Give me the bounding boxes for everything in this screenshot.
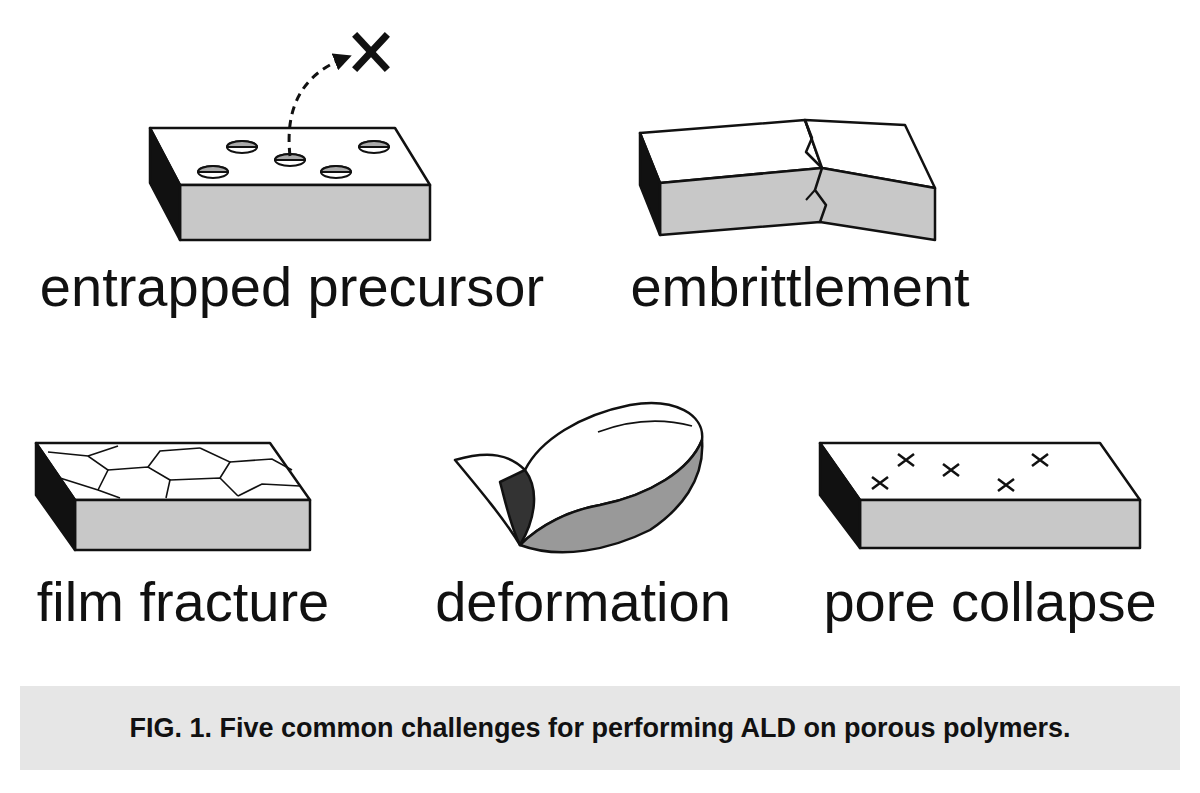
challenge-label: deformation: [435, 570, 731, 634]
pore-openings: [198, 141, 389, 178]
collapse-marks: [872, 454, 1048, 491]
blocked-mark: [357, 37, 385, 67]
deformed-body: [455, 403, 702, 552]
figure-caption: FIG. 1. Five common challenges for perfo…: [129, 711, 1070, 745]
challenge-label: embrittlement: [630, 255, 969, 319]
caption-band: [20, 686, 1180, 770]
collapsed-slab: [820, 443, 1140, 548]
escape-arrow: [289, 58, 345, 156]
challenge-label: entrapped precursor: [40, 255, 544, 319]
cracked-slab: [640, 120, 935, 240]
film-cracks: [48, 446, 300, 498]
coated-slab: [36, 443, 310, 550]
porous-slab: [150, 128, 430, 240]
challenge-label: film fracture: [37, 570, 330, 634]
challenge-label: pore collapse: [823, 570, 1156, 634]
